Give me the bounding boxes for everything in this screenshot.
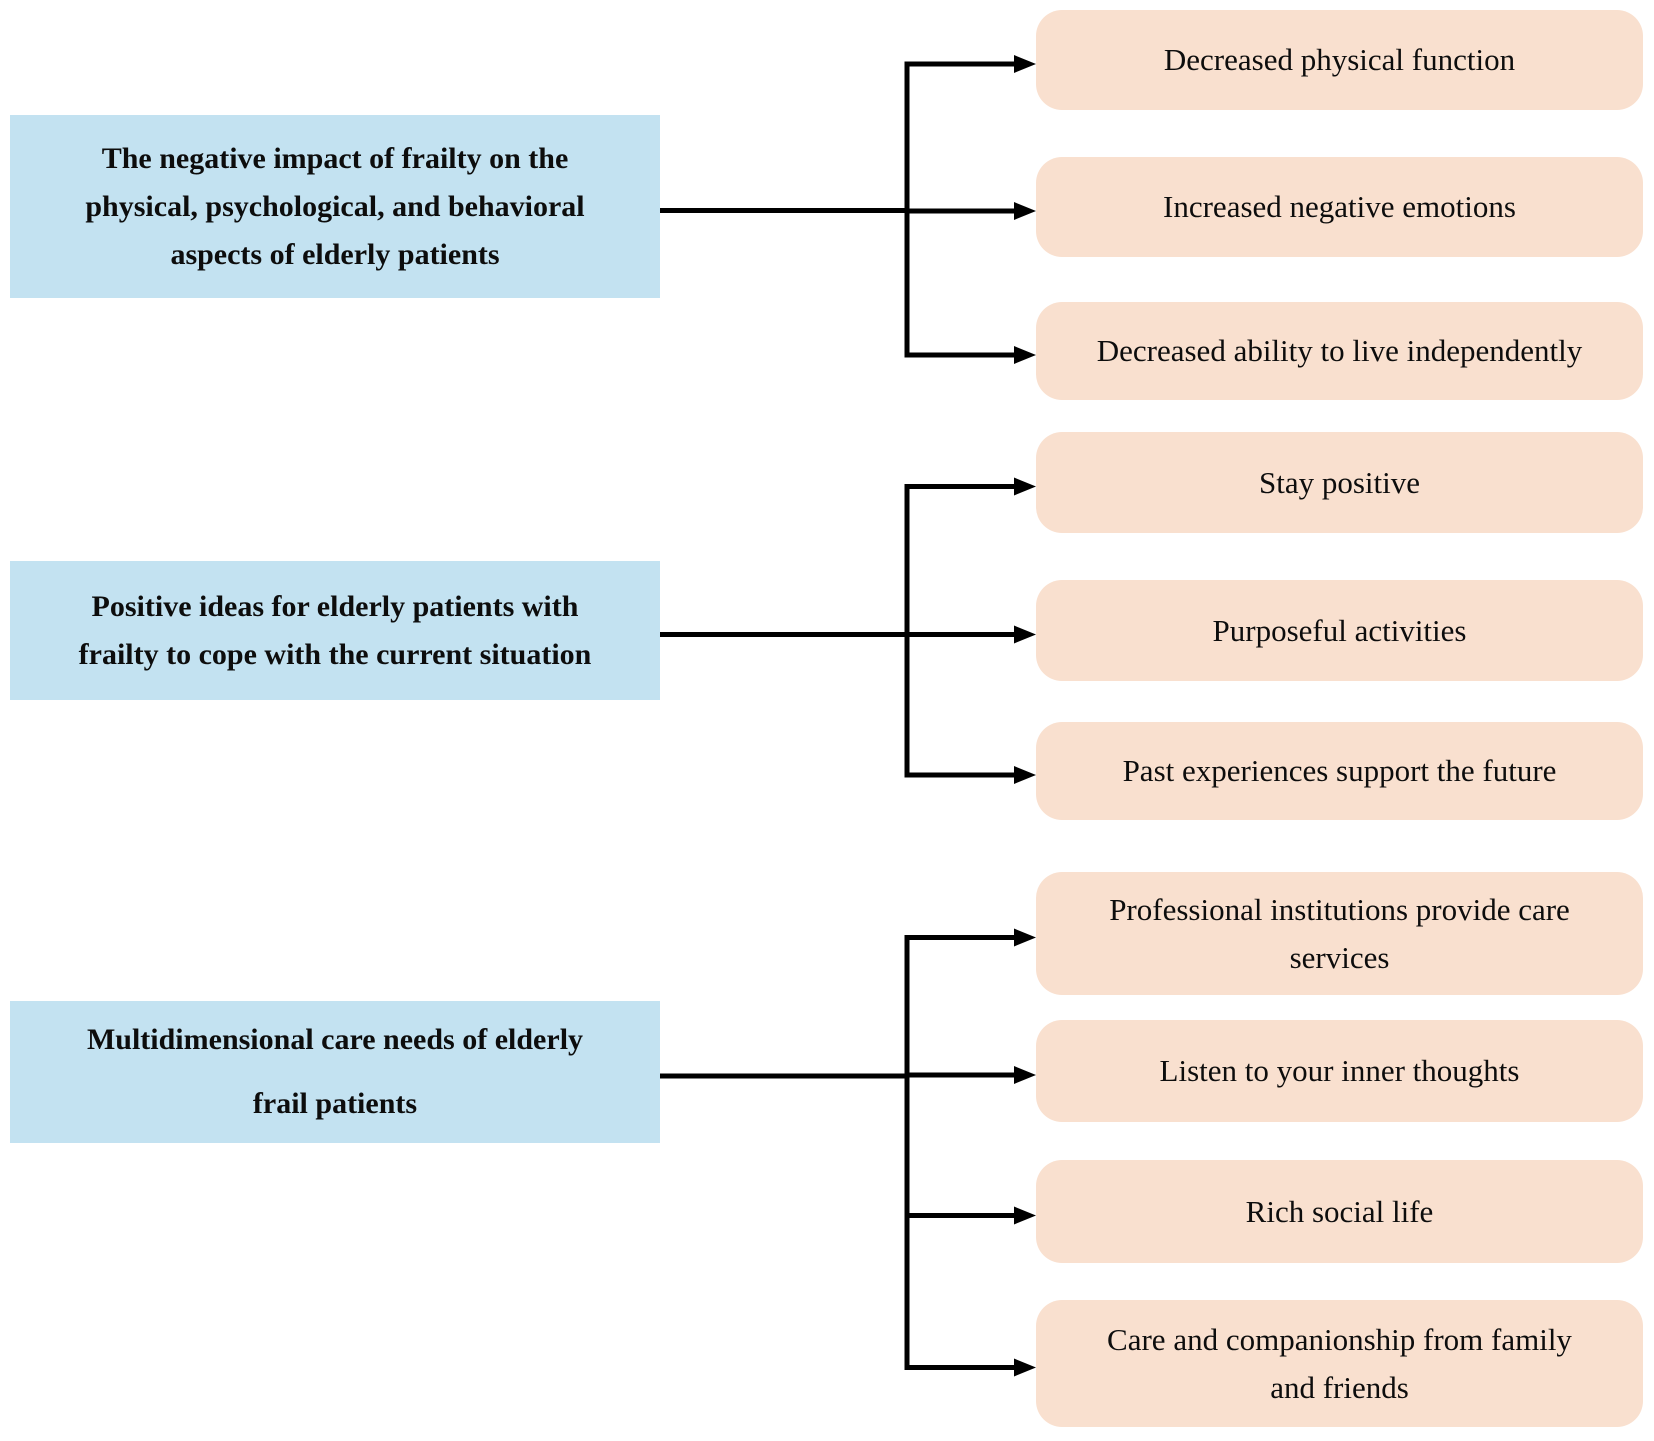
target-box-label: Stay positive [1258,464,1421,500]
target-box-professional-institutions: Professional institutions provide care s… [1036,872,1643,995]
source-box-positive-ideas-label: Positive ideas for elderly patients with… [78,589,592,671]
target-box-label: Purposeful activities [1212,612,1467,648]
source-box-negative-impact-label: The negative impact of frailty on the ph… [85,141,585,271]
target-box-decreased-physical-function: Decreased physical function [1036,10,1643,110]
target-box-label: Rich social life [1245,1193,1434,1229]
target-box-label: Listen to your inner thoughts [1159,1053,1520,1088]
target-box-label: Increased negative emotions [1163,189,1516,224]
target-box-increased-negative-emotions: Increased negative emotions [1036,157,1643,257]
target-box-rich-social-life: Rich social life [1036,1160,1643,1263]
target-box-purposeful-activities: Purposeful activities [1036,580,1643,681]
source-box-care-needs-label: Multidimensional care needs of elderly f… [86,1023,584,1120]
source-box-positive-ideas: Positive ideas for elderly patients with… [10,561,660,700]
target-box-label: Care and companionship from family and f… [1107,1321,1572,1405]
target-box-label: Professional institutions provide care s… [1109,891,1570,975]
target-box-decreased-independent-living: Decreased ability to live independently [1036,302,1643,400]
target-box-listen-inner-thoughts: Listen to your inner thoughts [1036,1020,1643,1122]
target-box-label: Decreased physical function [1163,42,1516,77]
target-box-past-experiences: Past experiences support the future [1036,722,1643,820]
target-box-stay-positive: Stay positive [1036,432,1643,533]
source-box-multidimensional-care-needs: Multidimensional care needs of elderly f… [10,1001,660,1143]
source-box-negative-impact: The negative impact of frailty on the ph… [10,115,660,298]
target-box-family-companionship: Care and companionship from family and f… [1036,1300,1643,1427]
target-box-label: Decreased ability to live independently [1096,333,1583,368]
target-box-label: Past experiences support the future [1122,753,1557,788]
